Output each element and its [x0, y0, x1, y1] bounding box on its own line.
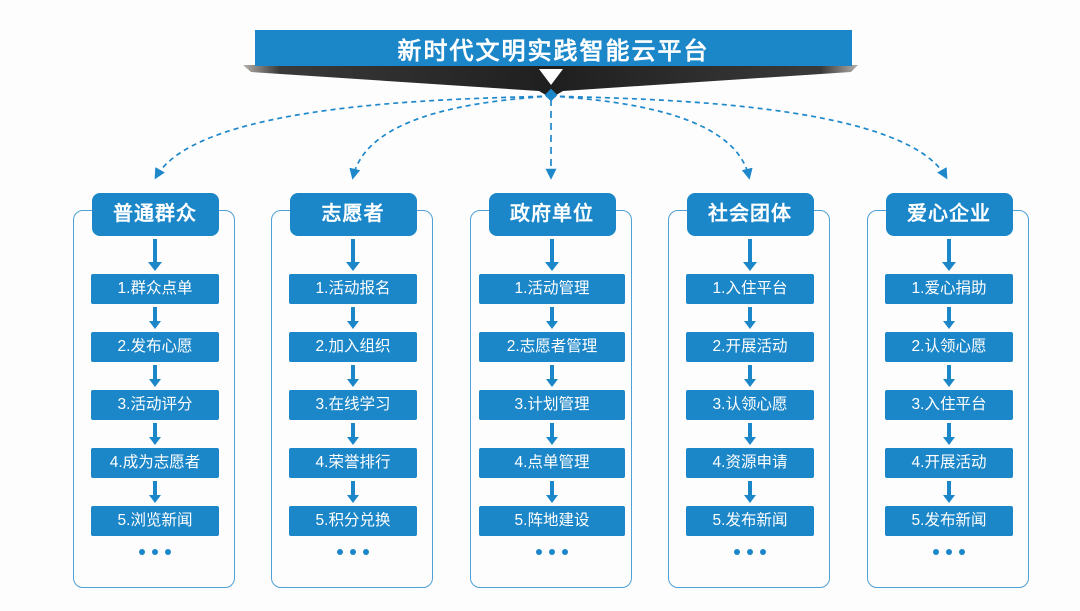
- down-arrow-icon: [149, 478, 161, 506]
- column-social-groups: 社会团体 1.入住平台 2.开展活动 3.认领心愿 4.资源申请 5.发布新闻: [668, 193, 832, 593]
- column-caring-enterprises: 爱心企业 1.爱心捐助 2.认领心愿 3.入住平台 4.开展活动 5.发布新闻: [867, 193, 1031, 593]
- column-header: 普通群众: [91, 193, 219, 236]
- flow-step: 3.在线学习: [289, 390, 417, 420]
- down-arrow-icon: [943, 362, 955, 390]
- down-arrow-icon: [546, 304, 558, 332]
- banner-down-arrow-icon: [539, 69, 563, 85]
- flow-step: 2.认领心愿: [885, 332, 1013, 362]
- down-arrow-icon: [149, 362, 161, 390]
- down-arrow-icon: [546, 420, 558, 448]
- flow-step: 1.活动报名: [289, 274, 417, 304]
- down-arrow-icon: [743, 236, 757, 274]
- flow-step: 4.荣誉排行: [289, 448, 417, 478]
- flow-step: 3.入住平台: [885, 390, 1013, 420]
- down-arrow-icon: [744, 304, 756, 332]
- flow-step: 4.资源申请: [686, 448, 814, 478]
- flow-step: 1.活动管理: [479, 274, 625, 304]
- ellipsis-icon: [734, 549, 766, 555]
- dashed-connector-2: [349, 95, 552, 180]
- down-arrow-icon: [545, 236, 559, 274]
- down-arrow-icon: [942, 236, 956, 274]
- flow-step: 4.点单管理: [479, 448, 625, 478]
- down-arrow-icon: [546, 478, 558, 506]
- column-ordinary-public: 普通群众 1.群众点单 2.发布心愿 3.活动评分 4.成为志愿者 5.浏览新闻: [73, 193, 237, 593]
- down-arrow-icon: [346, 236, 360, 274]
- dashed-connector-1: [154, 95, 552, 180]
- down-arrow-icon: [943, 478, 955, 506]
- column-header: 政府单位: [488, 193, 616, 236]
- flow-step: 3.活动评分: [91, 390, 219, 420]
- ellipsis-icon: [337, 549, 369, 555]
- down-arrow-icon: [744, 362, 756, 390]
- flow-step: 2.发布心愿: [91, 332, 219, 362]
- flow-step: 2.加入组织: [289, 332, 417, 362]
- dashed-connector-5: [550, 95, 948, 180]
- ellipsis-icon: [139, 549, 171, 555]
- down-arrow-icon: [943, 304, 955, 332]
- column-government-units: 政府单位 1.活动管理 2.志愿者管理 3.计划管理 4.点单管理 5.阵地建设: [470, 193, 634, 593]
- down-arrow-icon: [149, 420, 161, 448]
- flow-step: 1.群众点单: [91, 274, 219, 304]
- column-volunteers: 志愿者 1.活动报名 2.加入组织 3.在线学习 4.荣誉排行 5.积分兑换: [271, 193, 435, 593]
- flow-step: 2.志愿者管理: [479, 332, 625, 362]
- down-arrow-icon: [744, 420, 756, 448]
- flow-step: 5.阵地建设: [479, 506, 625, 536]
- page-title: 新时代文明实践智能云平台: [397, 37, 710, 65]
- flow-step: 4.成为志愿者: [91, 448, 219, 478]
- flow-step: 5.发布新闻: [885, 506, 1013, 536]
- down-arrow-icon: [546, 362, 558, 390]
- flow-step: 5.浏览新闻: [91, 506, 219, 536]
- down-arrow-icon: [148, 236, 162, 274]
- flow-step: 5.发布新闻: [686, 506, 814, 536]
- column-header: 社会团体: [686, 193, 814, 236]
- flow-step: 3.计划管理: [479, 390, 625, 420]
- flow-step: 1.爱心捐助: [885, 274, 1013, 304]
- dashed-connector-4: [550, 95, 753, 180]
- title-banner: 新时代文明实践智能云平台: [255, 30, 852, 66]
- down-arrow-icon: [943, 420, 955, 448]
- ellipsis-icon: [933, 549, 965, 555]
- down-arrow-icon: [347, 304, 359, 332]
- flow-step: 2.开展活动: [686, 332, 814, 362]
- flow-step: 3.认领心愿: [686, 390, 814, 420]
- column-header: 志愿者: [289, 193, 417, 236]
- down-arrow-icon: [347, 362, 359, 390]
- down-arrow-icon: [744, 478, 756, 506]
- column-header: 爱心企业: [885, 193, 1013, 236]
- down-arrow-icon: [149, 304, 161, 332]
- flow-step: 4.开展活动: [885, 448, 1013, 478]
- down-arrow-icon: [347, 478, 359, 506]
- down-arrow-icon: [347, 420, 359, 448]
- ellipsis-icon: [536, 549, 568, 555]
- flow-step: 5.积分兑换: [289, 506, 417, 536]
- flow-step: 1.入住平台: [686, 274, 814, 304]
